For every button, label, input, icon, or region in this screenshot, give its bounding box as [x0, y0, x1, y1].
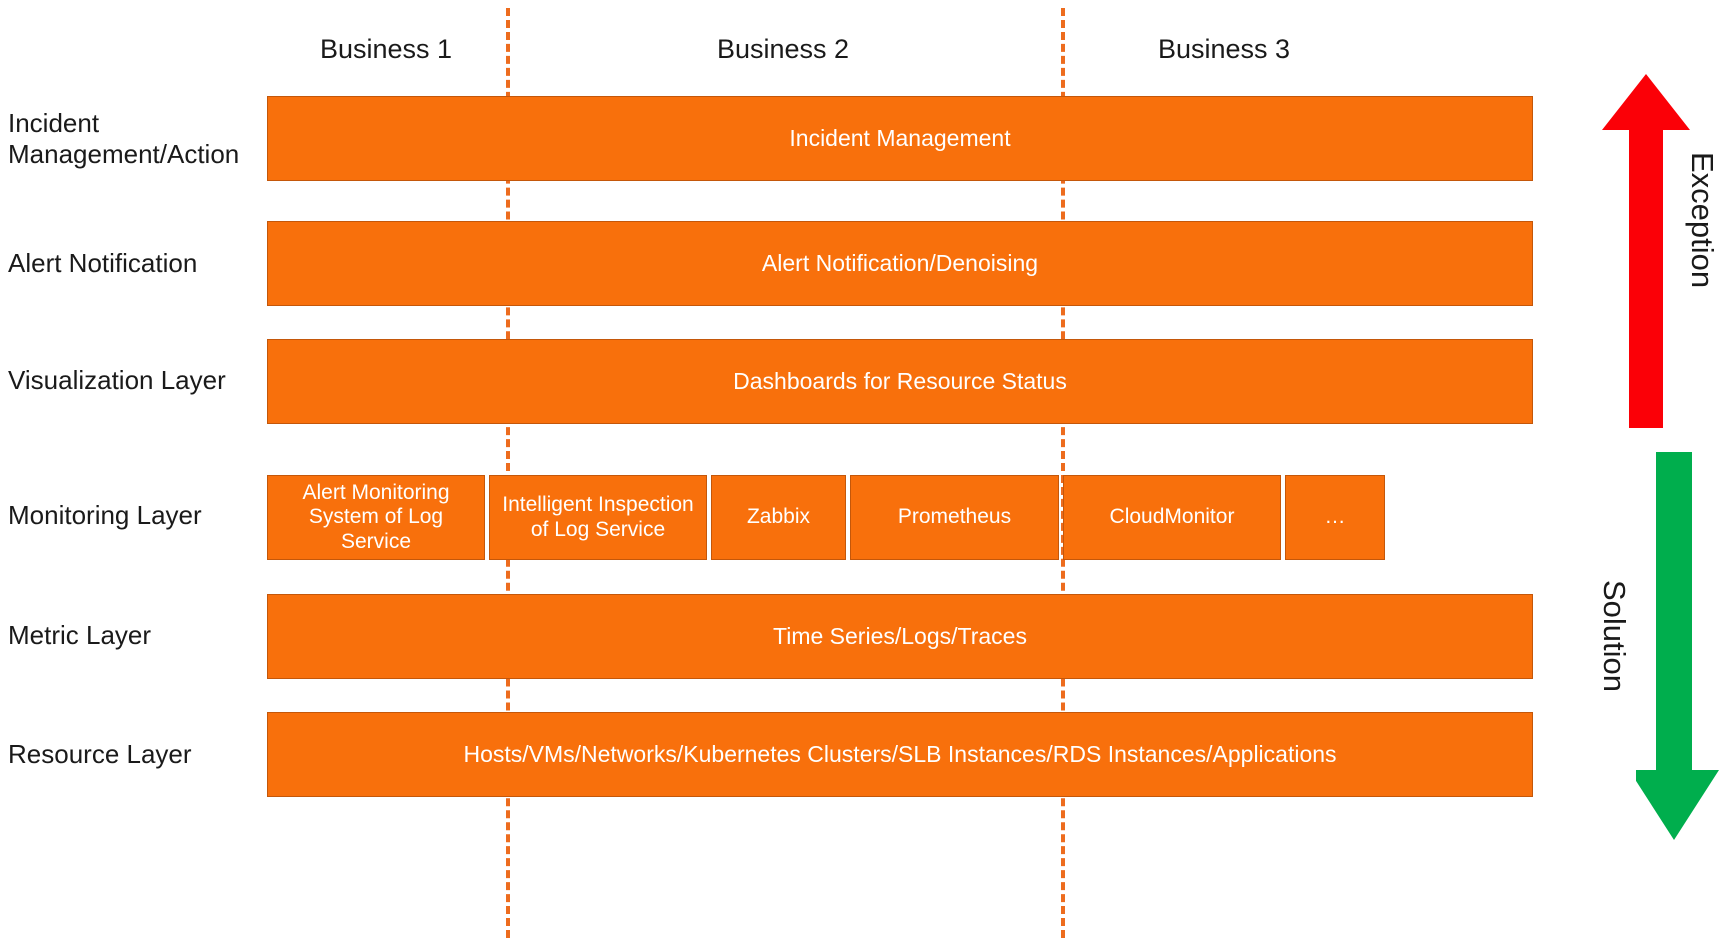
row-label-incident-management-action: Incident Management/Action — [8, 108, 240, 169]
solution-arrow-label: Solution — [1597, 580, 1632, 693]
monitoring-cell-zabbix: Zabbix — [711, 475, 846, 560]
monitoring-cell-intelligent-inspection-of-log-service: Intelligent Inspection of Log Service — [489, 475, 707, 560]
divider-business-1-2 — [506, 8, 510, 938]
bar-resource: Hosts/VMs/Networks/Kubernetes Clusters/S… — [267, 712, 1533, 797]
row-label-visualization-layer: Visualization Layer — [8, 364, 226, 395]
monitoring-cell-prometheus: Prometheus — [850, 475, 1059, 560]
bar-incident-management: Incident Management — [267, 96, 1533, 181]
bar-alert-notification: Alert Notification/Denoising — [267, 221, 1533, 306]
row-label-metric-layer: Metric Layer — [8, 619, 152, 650]
bar-visualization: Dashboards for Resource Status — [267, 339, 1533, 424]
column-header-business-1: Business 1 — [319, 34, 453, 64]
monitoring-cell-ellipsis: … — [1285, 475, 1385, 560]
column-header-business-3: Business 3 — [1157, 34, 1291, 64]
exception-arrow-label: Exception — [1685, 152, 1720, 289]
row-label-resource-layer: Resource Layer — [8, 738, 192, 769]
row-label-monitoring-layer: Monitoring Layer — [8, 499, 202, 530]
exception-arrow — [1600, 72, 1692, 430]
monitoring-cell-cloudmonitor: CloudMonitor — [1063, 475, 1281, 560]
bar-metric: Time Series/Logs/Traces — [267, 594, 1533, 679]
monitoring-cell-alert-monitoring-system-of-log-service: Alert Monitoring System of Log Service — [267, 475, 485, 560]
row-label-alert-notification: Alert Notification — [8, 247, 198, 278]
divider-business-2-3 — [1061, 8, 1065, 938]
column-header-business-2: Business 2 — [716, 34, 850, 64]
solution-arrow — [1629, 452, 1732, 842]
